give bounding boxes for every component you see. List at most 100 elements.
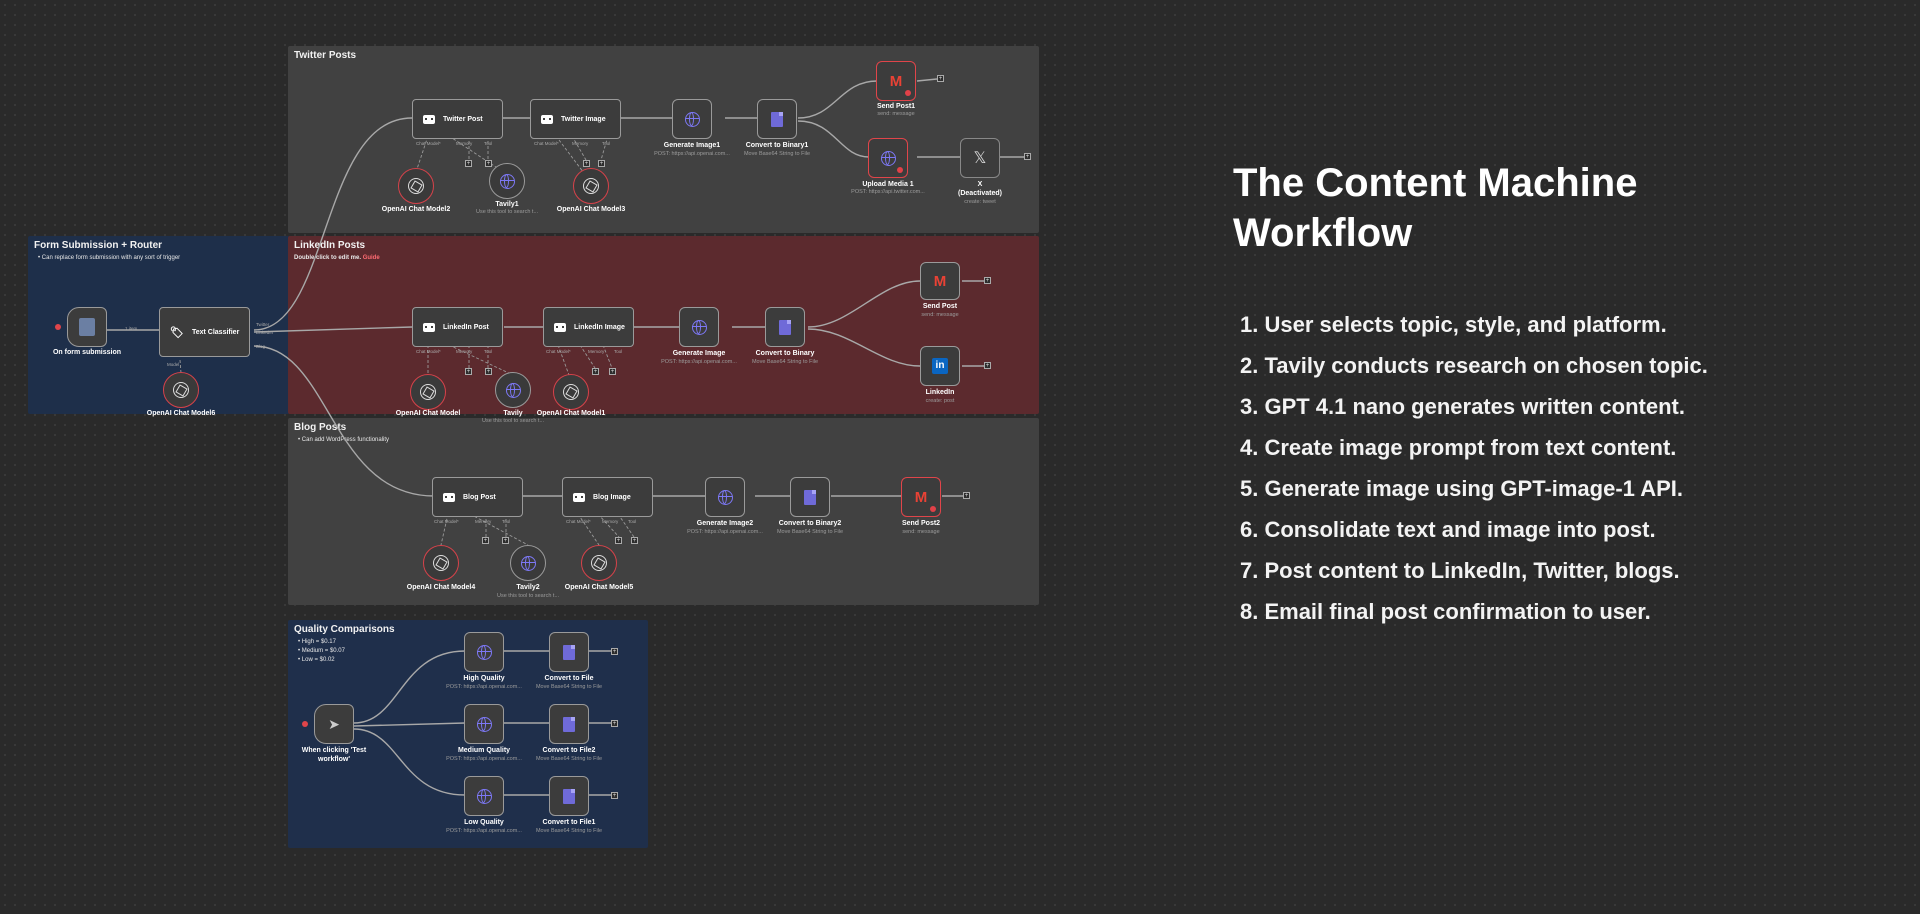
add-memory-button[interactable]: + (482, 537, 489, 544)
generate-image1-node[interactable] (672, 99, 712, 139)
robot-icon (443, 492, 455, 502)
panel-title: The Content Machine Workflow (1233, 158, 1753, 258)
add-node-button[interactable]: + (984, 362, 991, 369)
sub-label: Memory (475, 519, 492, 524)
convert-file2-node[interactable] (549, 704, 589, 744)
node-subtitle: Move Base64 String to File (776, 529, 844, 535)
form-icon (79, 318, 95, 336)
convert-binary2-node[interactable] (790, 477, 830, 517)
twitter-image-node[interactable]: Twitter Image (530, 99, 621, 139)
section-note: • Can replace form submission with any s… (38, 255, 181, 261)
high-quality-node[interactable] (464, 632, 504, 672)
node-subtitle: Use this tool to search t... (475, 209, 539, 215)
tag-icon: 🏷 (170, 326, 184, 339)
node-subtitle: send: message (877, 111, 915, 117)
openai-model3-node[interactable] (573, 168, 609, 204)
node-label: Twitter Post (443, 115, 483, 123)
globe-icon (691, 319, 707, 335)
add-memory-button[interactable]: + (592, 368, 599, 375)
openai-model5-node[interactable] (581, 545, 617, 581)
globe-icon (476, 716, 492, 732)
convert-binary-node[interactable] (765, 307, 805, 347)
add-node-button[interactable]: + (611, 720, 618, 727)
blog-post-node[interactable]: Blog Post (432, 477, 523, 517)
node-subtitle: send: message (921, 312, 959, 318)
node-label: Generate Image2 (696, 520, 754, 527)
send-post-node[interactable]: M (920, 262, 960, 300)
node-label: High Quality (463, 675, 505, 682)
step-item: 8. Email final post confirmation to user… (1240, 599, 1651, 624)
generate-image2-node[interactable] (705, 477, 745, 517)
add-memory-button[interactable]: + (465, 368, 472, 375)
linkedin-node[interactable]: in (920, 346, 960, 386)
twitter-post-node[interactable]: Twitter Post (412, 99, 503, 139)
add-memory-button[interactable]: + (615, 537, 622, 544)
tavily2-node[interactable] (510, 545, 546, 581)
add-node-button[interactable]: + (1024, 153, 1031, 160)
generate-image-node[interactable] (679, 307, 719, 347)
output-label: Blog (256, 344, 266, 349)
add-tool-button[interactable]: + (609, 368, 616, 375)
add-node-button[interactable]: + (611, 792, 618, 799)
tavily-node[interactable] (495, 372, 531, 408)
file-icon (779, 319, 791, 335)
medium-quality-node[interactable] (464, 704, 504, 744)
linkedin-image-node[interactable]: LinkedIn Image (543, 307, 634, 347)
convert-binary1-node[interactable] (757, 99, 797, 139)
add-tool-button[interactable]: + (502, 537, 509, 544)
file-icon (563, 644, 575, 660)
add-tool-button[interactable]: + (485, 160, 492, 167)
form-trigger-node[interactable] (67, 307, 107, 347)
low-quality-node[interactable] (464, 776, 504, 816)
node-subtitle: Move Base64 String to File (743, 151, 811, 157)
sub-label: Tool (484, 349, 493, 354)
openai-model6-node[interactable] (163, 372, 199, 408)
openai-model2-node[interactable] (398, 168, 434, 204)
linkedin-post-node[interactable]: LinkedIn Post (412, 307, 503, 347)
node-label: OpenAI Chat Model2 (381, 206, 451, 213)
text-classifier-node[interactable]: 🏷Text Classifier (159, 307, 250, 357)
node-label: Convert to Binary1 (745, 142, 809, 149)
add-node-button[interactable]: + (984, 277, 991, 284)
blog-image-node[interactable]: Blog Image (562, 477, 653, 517)
add-node-button[interactable]: + (937, 75, 944, 82)
node-label: OpenAI Chat Model3 (556, 206, 626, 213)
manual-trigger-node[interactable]: ➤ (314, 704, 354, 744)
edge-label: 1 item (125, 326, 138, 331)
add-node-button[interactable]: + (963, 492, 970, 499)
file-icon (771, 111, 783, 127)
workflow-steps: 1. User selects topic, style, and platfo… (1240, 308, 1708, 636)
node-subtitle: Use this tool to search t... (496, 593, 560, 599)
node-subtitle: POST: https://api.openai.com... (446, 684, 522, 690)
openai-model-node[interactable] (410, 374, 446, 410)
node-label: Send Post2 (901, 520, 941, 527)
add-tool-button[interactable]: + (598, 160, 605, 167)
x-node[interactable]: 𝕏 (960, 138, 1000, 178)
add-memory-button[interactable]: + (465, 160, 472, 167)
globe-icon (520, 555, 536, 571)
sub-label: Chat Model* (534, 141, 559, 146)
robot-icon (573, 492, 585, 502)
node-label: OpenAI Chat Model (395, 410, 461, 417)
add-tool-button[interactable]: + (631, 537, 638, 544)
convert-file-node[interactable] (549, 632, 589, 672)
section-note: • Low = $0.02 (298, 657, 335, 663)
add-node-button[interactable]: + (611, 648, 618, 655)
openai-model4-node[interactable] (423, 545, 459, 581)
step-item: 5. Generate image using GPT-image-1 API. (1240, 476, 1683, 501)
file-icon (563, 716, 575, 732)
sub-label: Model (167, 362, 180, 367)
add-memory-button[interactable]: + (583, 160, 590, 167)
file-icon (563, 788, 575, 804)
convert-file1-node[interactable] (549, 776, 589, 816)
step-item: 4. Create image prompt from text content… (1240, 435, 1677, 460)
openai-icon (433, 555, 449, 571)
openai-model1-node[interactable] (553, 374, 589, 410)
add-tool-button[interactable]: + (485, 368, 492, 375)
robot-icon (423, 114, 435, 124)
step-item: 7. Post content to LinkedIn, Twitter, bl… (1240, 558, 1680, 583)
section-title: LinkedIn Posts (294, 240, 366, 251)
tavily1-node[interactable] (489, 163, 525, 199)
guide-link[interactable]: Guide (362, 255, 380, 261)
